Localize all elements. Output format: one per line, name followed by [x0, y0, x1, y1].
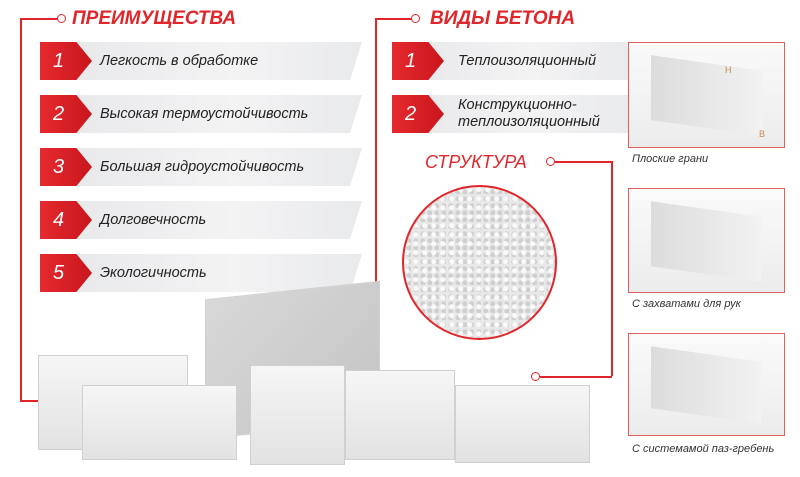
block-caption: С системамой паз-гребень [632, 443, 775, 455]
frame-line [375, 18, 377, 343]
hand-grip-block-image [628, 188, 785, 293]
advantages-title: ПРЕИМУЩЕСТВА [72, 8, 237, 29]
structure-title: СТРУКТУРА [425, 152, 527, 172]
tongue-groove-block-image [628, 333, 785, 436]
frame-line [20, 18, 22, 400]
block-caption: Плоские грани [632, 153, 709, 165]
frame-line [540, 376, 612, 378]
frame-line [611, 161, 613, 376]
frame-line [555, 161, 612, 163]
pointer-dot [531, 372, 540, 381]
porous-structure-image [402, 185, 557, 340]
heading-dot [411, 14, 420, 23]
block-caption: С захватами для рук [632, 298, 741, 310]
frame-line [20, 18, 58, 20]
heading-dot [57, 14, 66, 23]
types-title: ВИДЫ БЕТОНА [430, 8, 576, 29]
heading-dot [546, 157, 555, 166]
flat-faces-block-image: H B [628, 42, 785, 148]
frame-line [375, 18, 412, 20]
